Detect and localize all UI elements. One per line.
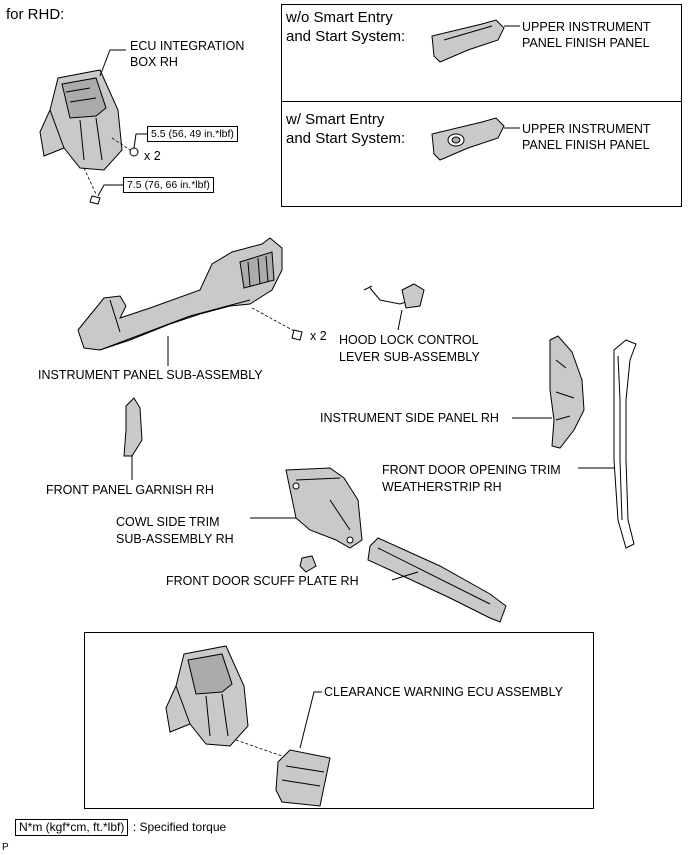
option-wo-finish-panel-label: UPPER INSTRUMENT PANEL FINISH PANEL — [522, 20, 651, 50]
ecu-integration-box-drawing — [39, 69, 131, 195]
instrument-panel-drawing — [77, 237, 297, 351]
scuff-plate-drawing — [367, 537, 507, 623]
ecu-box-lower-drawing — [165, 645, 249, 747]
ecu-integration-box-label: ECU INTEGRATION BOX RH — [130, 39, 245, 69]
options-divider — [281, 101, 682, 102]
torque-legend: N*m (kgf*cm, ft.*lbf) : Specified torque — [15, 818, 226, 836]
cowl-side-trim-label: COWL SIDE TRIM SUB-ASSEMBLY RH — [116, 515, 234, 546]
figure-code: P — [2, 842, 9, 853]
torque-spec-nut: 5.5 (56, 49 in.*lbf) — [147, 126, 238, 142]
finish-panel-w-drawing — [431, 117, 505, 161]
scuff-plate-label: FRONT DOOR SCUFF PLATE RH — [166, 574, 359, 588]
clearance-ecu-panel — [84, 632, 594, 809]
finish-panel-wo-drawing — [431, 19, 505, 63]
page-title: for RHD: — [6, 6, 65, 23]
door-trim-weatherstrip-label: FRONT DOOR OPENING TRIM WEATHERSTRIP RH — [382, 463, 561, 494]
hood-lock-lever-drawing — [363, 283, 425, 309]
instrument-panel-label: INSTRUMENT PANEL SUB-ASSEMBLY — [38, 368, 263, 382]
torque-legend-description: : Specified torque — [132, 820, 227, 834]
option-wo-smart-entry-title: w/o Smart Entry and Start System: — [286, 9, 406, 45]
nut-symbol — [129, 147, 139, 157]
cowl-side-trim-drawing — [285, 467, 363, 549]
door-trim-weatherstrip-drawing — [613, 339, 637, 549]
instrument-side-panel-drawing — [549, 335, 585, 449]
front-panel-garnish-drawing — [123, 397, 143, 457]
clearance-ecu-label: CLEARANCE WARNING ECU ASSEMBLY — [324, 685, 563, 699]
front-panel-garnish-label: FRONT PANEL GARNISH RH — [46, 483, 214, 497]
bolt-quantity: x 2 — [310, 329, 327, 343]
clip-symbol — [299, 555, 317, 573]
clearance-ecu-drawing — [275, 749, 331, 807]
torque-legend-unit: N*m (kgf*cm, ft.*lbf) — [15, 819, 129, 836]
bolt-symbol — [89, 195, 101, 205]
option-w-smart-entry-title: w/ Smart Entry and Start System: — [286, 111, 406, 147]
hood-lock-lever-label: HOOD LOCK CONTROL LEVER SUB-ASSEMBLY — [339, 333, 480, 364]
instrument-side-panel-label: INSTRUMENT SIDE PANEL RH — [320, 411, 499, 425]
bolt-symbol-2 — [291, 329, 303, 341]
nut-quantity: x 2 — [144, 149, 161, 163]
option-w-finish-panel-label: UPPER INSTRUMENT PANEL FINISH PANEL — [522, 122, 651, 152]
smart-entry-options-panel — [281, 4, 682, 207]
torque-spec-bolt: 7.5 (76, 66 in.*lbf) — [123, 177, 214, 193]
